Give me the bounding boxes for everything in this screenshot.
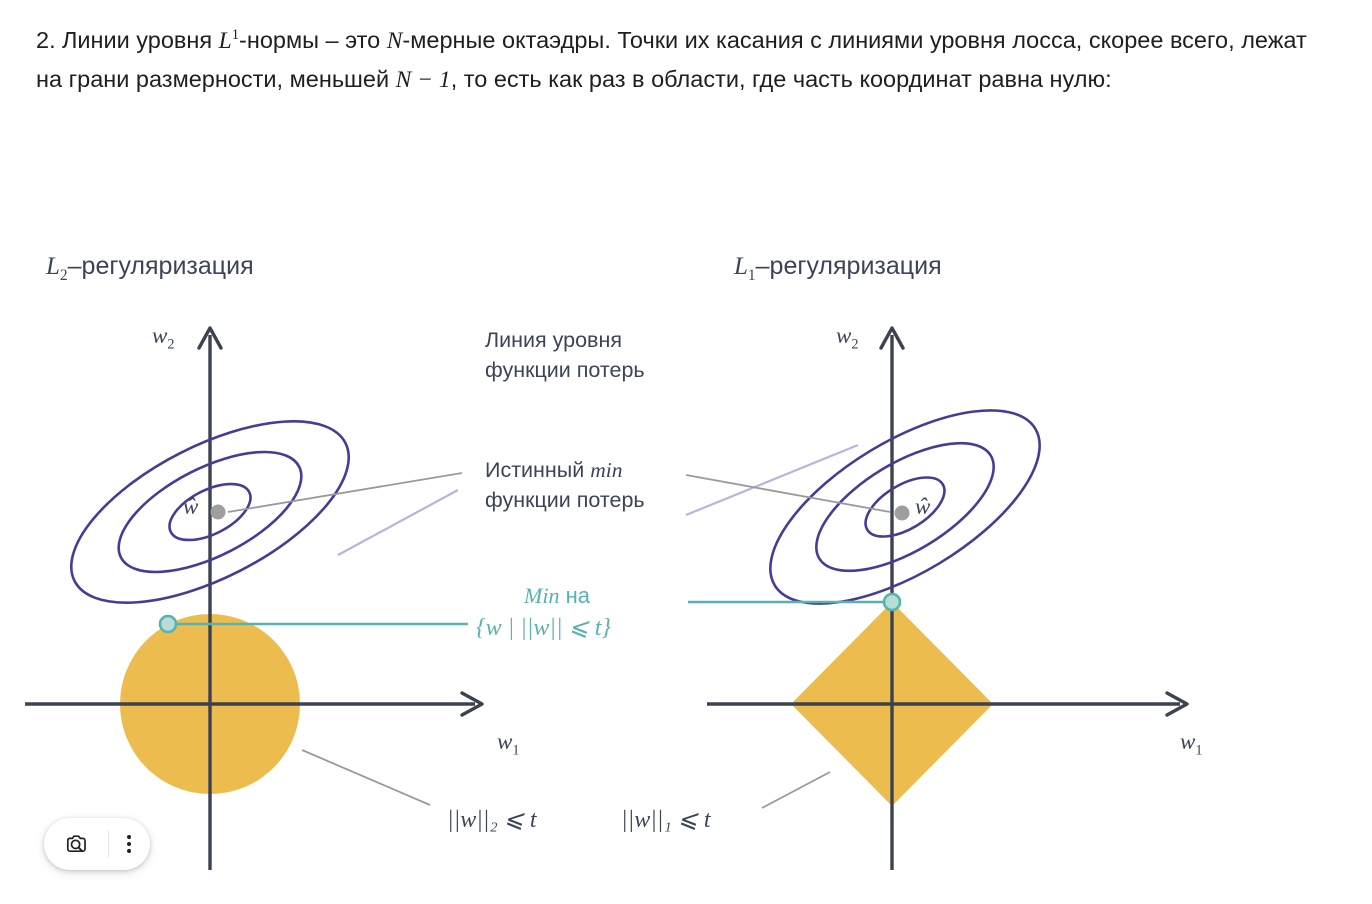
l1-optimum-label: ŵ	[915, 494, 931, 519]
l1-x-axis-label-base: w	[1180, 729, 1196, 754]
true-minimum-annotation-text: Истинный	[485, 458, 591, 482]
l2-panel-title-rest: –регуляризация	[67, 252, 254, 280]
l1-minimum-leader-line	[685, 474, 891, 513]
min-on-set-annotation: Min на	[524, 580, 590, 612]
l1-constraint-leader-line	[761, 771, 831, 809]
more-options-button[interactable]	[109, 818, 151, 870]
lens-floating-toolbar[interactable]	[44, 818, 150, 870]
intro-math-N: N	[386, 27, 403, 54]
level-line-annotation-line1: Линия уровня	[485, 328, 622, 352]
l1-x-axis-arrowhead	[1165, 691, 1189, 717]
l2-true-minimum-dot	[210, 504, 226, 520]
intro-text-part-3: -мерные октаэдры. Точки их касания с лин…	[36, 26, 1307, 92]
intro-math-L: L	[218, 27, 232, 54]
l2-panel-title-base: L	[46, 253, 60, 280]
l2-contour-outer	[69, 420, 351, 604]
l2-panel-title: L2–регуляризация	[46, 252, 254, 285]
l1-y-axis-arrowhead	[879, 326, 905, 350]
min-on-set-annotation-math: Min	[524, 583, 560, 608]
l2-constraint-formula: ||w||₂ ⩽ t	[447, 807, 537, 833]
l2-y-axis-arrowhead	[197, 326, 223, 350]
l2-x-axis-label-base: w	[497, 729, 513, 754]
l1-x-axis-label: w1	[1180, 728, 1202, 760]
l1-contour-leader-line	[685, 443, 859, 517]
intro-text-part-2: -нормы – это	[239, 26, 387, 53]
l2-minimum-leader-line	[227, 472, 463, 513]
intro-text-part-4: , то есть как раз в области, где часть к…	[450, 65, 1112, 92]
l1-y-axis-label-subscript: 2	[851, 336, 859, 353]
l2-constraint-leader-line	[301, 749, 431, 806]
l2-x-axis-label: w1	[497, 728, 519, 760]
intro-paragraph: 2.Линии уровня L1-нормы – это N-мерные о…	[36, 16, 1336, 99]
intro-math-N-minus-1: N − 1	[395, 66, 451, 93]
l1-y-axis-label: w2	[836, 322, 858, 354]
lens-search-icon	[66, 835, 86, 853]
l2-y-axis-label-subscript: 2	[167, 336, 175, 353]
min-on-set-annotation-formula: {w | ||w|| ⩽ t}	[476, 615, 611, 641]
l1-contour-inner	[864, 476, 946, 538]
l1-panel-title-rest: –регуляризация	[755, 252, 942, 280]
more-vertical-icon	[127, 835, 132, 853]
figure-canvas	[25, 326, 1189, 870]
l2-y-axis-label-base: w	[152, 323, 168, 348]
toolbar-separator	[107, 831, 109, 857]
l2-y-axis-label: w2	[152, 322, 174, 354]
intro-text-part-1: Линии уровня	[62, 26, 219, 53]
l1-loss-contours	[769, 409, 1041, 605]
intro-math-L-exponent: 1	[231, 27, 240, 43]
min-on-set-annotation-text: на	[559, 583, 590, 608]
true-minimum-annotation-line2: функции потерь	[485, 488, 645, 512]
l1-contour-middle	[815, 441, 995, 573]
l1-x-axis-label-subscript: 1	[1195, 742, 1203, 759]
level-line-annotation-line2: функции потерь	[485, 358, 645, 382]
l2-loss-contours	[69, 420, 351, 604]
l2-contour-leader-line	[337, 489, 459, 556]
list-number: 2.	[36, 26, 56, 53]
l2-x-axis-label-subscript: 1	[512, 742, 520, 759]
true-minimum-annotation-math: min	[590, 458, 623, 482]
true-minimum-annotation-line1: Истинный min	[485, 455, 645, 485]
l2-contour-middle	[117, 450, 303, 574]
l1-true-minimum-dot	[894, 505, 910, 521]
l2-contour-inner	[168, 482, 252, 542]
l1-tangency-point	[882, 592, 902, 612]
l1-panel-title-subscript: 1	[747, 267, 756, 284]
l1-contour-outer	[769, 409, 1041, 605]
l1-constraint-formula: ||w||₁ ⩽ t	[621, 807, 711, 833]
l1-panel-title: L1–регуляризация	[734, 252, 942, 285]
l2-optimum-label: ŵ	[183, 494, 199, 519]
l1-panel-title-base: L	[734, 253, 748, 280]
l2-tangency-point	[158, 614, 178, 634]
regularization-figure: L2–регуляризация w2 w1 ŵ ||w||₂ ⩽ t L1–р…	[0, 150, 1372, 904]
l2-panel-title-subscript: 2	[59, 267, 68, 284]
l1-y-axis-label-base: w	[836, 323, 852, 348]
level-line-annotation: Линия уровня функции потерь	[485, 325, 645, 385]
true-minimum-annotation: Истинный min функции потерь	[485, 455, 645, 515]
l2-x-axis-arrowhead	[460, 691, 484, 717]
l2-axes	[25, 335, 475, 870]
lens-search-button[interactable]	[44, 818, 108, 870]
